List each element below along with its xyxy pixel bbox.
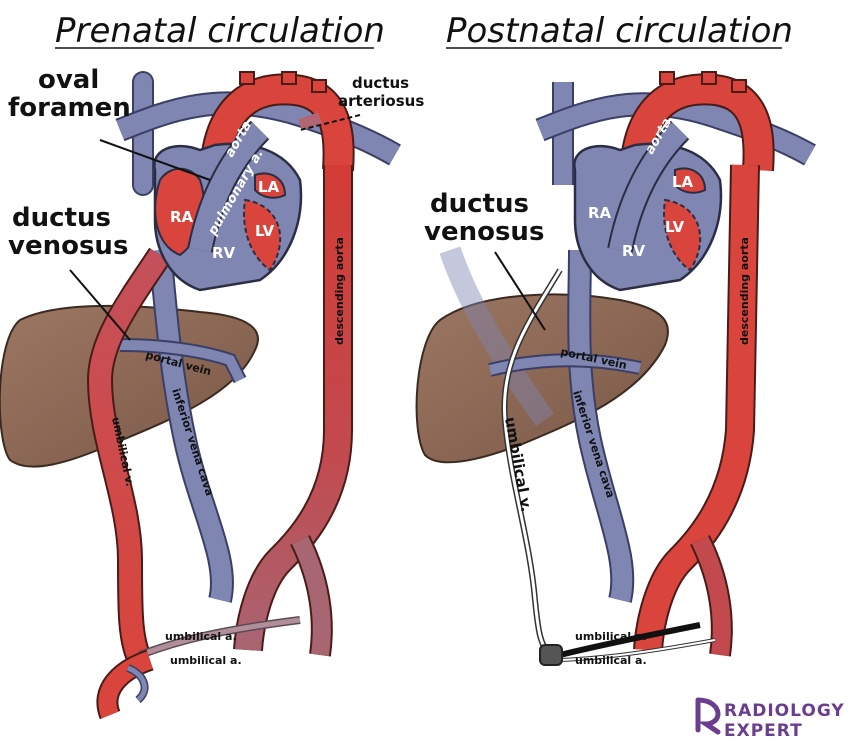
prenatal-panel: oval foramen ductus arteriosus ductus ve… [0, 65, 424, 720]
label-ductus-venosus-2-postnatal: venosus [424, 217, 544, 247]
label-rv-postnatal: RV [622, 242, 646, 260]
label-ductus-venosus-1: ductus [12, 203, 111, 233]
label-ductus-arteriosus-2: arteriosus [338, 92, 424, 110]
label-rv-prenatal: RV [212, 244, 236, 262]
label-ra-prenatal: RA [170, 208, 194, 226]
pointer-oval-foramen [99, 139, 211, 181]
left-ventricle-prenatal [243, 198, 282, 272]
label-ra-postnatal: RA [588, 204, 612, 222]
postnatal-panel: ductus venosus RA RV LA LV aorta descend… [415, 71, 816, 667]
pointer-ductus-arteriosus [299, 114, 361, 131]
liver-postnatal [415, 293, 669, 464]
brand-line-1: RADIOLOGY [724, 701, 845, 721]
label-ductus-venosus-1-postnatal: ductus [430, 189, 529, 219]
radiology-expert-logo-icon [695, 697, 721, 735]
title-prenatal: Prenatal circulation [55, 11, 385, 51]
ductus-venosus-remnant-postnatal [439, 246, 555, 427]
label-umbilical-a-2-postnatal: umbilical a. [575, 654, 647, 667]
label-la-postnatal: LA [672, 173, 694, 191]
brand-line-2: EXPERT [724, 721, 803, 741]
left-ventricle-postnatal [663, 198, 702, 272]
brand-logo: RADIOLOGY EXPERT [695, 697, 845, 741]
left-atrium-prenatal [254, 172, 287, 199]
left-atrium-postnatal [674, 167, 707, 194]
label-descending-aorta-postnatal: descending aorta [738, 237, 751, 345]
label-ductus-venosus-2: venosus [8, 231, 128, 261]
label-ductus-arteriosus-1: ductus [352, 74, 409, 92]
label-foramen: foramen [8, 93, 131, 123]
label-lv-postnatal: LV [665, 218, 684, 236]
ductus-arteriosus-prenatal [298, 112, 322, 131]
label-oval: oval [38, 65, 99, 95]
liver-prenatal [0, 304, 259, 468]
label-lv-prenatal: LV [255, 222, 274, 240]
label-umbilical-a-1-postnatal: umbilical a. [575, 630, 647, 643]
label-la-prenatal: LA [258, 178, 280, 196]
label-descending-aorta-prenatal: descending aorta [333, 237, 346, 345]
umbilical-artery-remnant-postnatal [559, 622, 701, 658]
label-umbilical-a-2-prenatal: umbilical a. [170, 654, 242, 667]
label-umbilical-a-1-prenatal: umbilical a. [165, 630, 237, 643]
umbilical-stump-postnatal [539, 644, 563, 666]
pointer-ductus-venosus [69, 269, 131, 341]
pointer-ductus-venosus-postnatal [494, 251, 546, 331]
title-postnatal: Postnatal circulation [446, 11, 793, 51]
